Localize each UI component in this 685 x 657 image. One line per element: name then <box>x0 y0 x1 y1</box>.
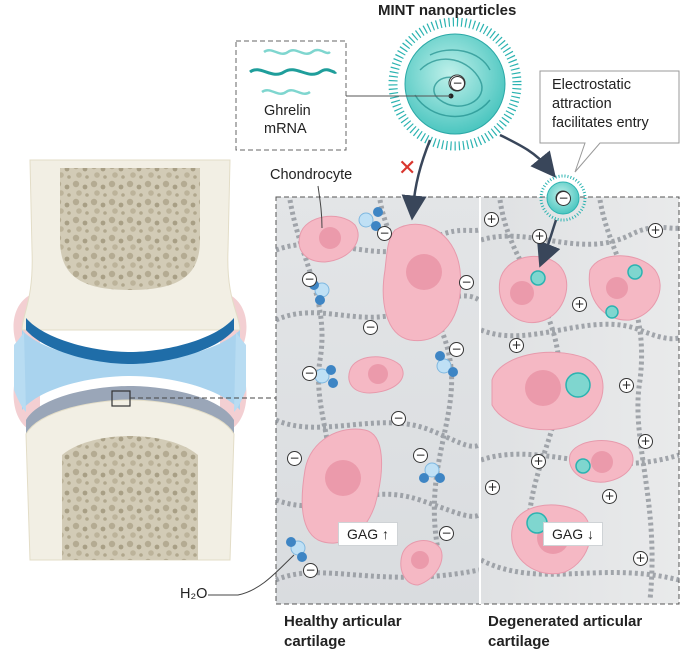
blocked-entry-icon: ✕ <box>398 156 417 181</box>
positive-charge-icon: + <box>602 489 617 504</box>
positive-charge-icon: + <box>648 223 663 238</box>
positive-charge-icon: + <box>638 434 653 449</box>
positive-charge-icon: + <box>509 338 524 353</box>
blocked-entry-arrow <box>401 139 432 221</box>
negative-charge-icon: − <box>377 226 392 241</box>
negative-charge-icon: − <box>439 526 454 541</box>
electrostatic-label-line1: Electrostatic <box>552 77 631 93</box>
ion-clusters <box>286 207 458 562</box>
positive-charge-icon: + <box>485 480 500 495</box>
positive-charge-icon: + <box>531 454 546 469</box>
ghrelin-label: Ghrelin <box>264 103 311 119</box>
negative-charge-icon: − <box>459 275 474 290</box>
water-leader <box>208 554 295 596</box>
degenerated-cartilage-label-line2: cartilage <box>488 633 550 650</box>
healthy-cartilage-label-line1: Healthy articular <box>284 613 402 630</box>
mrna-label: mRNA <box>264 121 307 137</box>
positive-charge-icon: + <box>633 551 648 566</box>
negative-charge-icon: − <box>413 448 428 463</box>
knee-joint <box>13 159 276 561</box>
negative-charge-icon: − <box>287 451 302 466</box>
mrna-box <box>235 40 347 151</box>
gag-increase-label: GAG ↑ <box>338 522 399 546</box>
chondrocyte-leader <box>317 185 323 229</box>
negative-charge-icon: − <box>363 320 378 335</box>
chondrocyte-cells-healthy <box>298 215 462 586</box>
electrostatic-label-line2: attraction <box>552 96 612 112</box>
positive-charge-icon: + <box>532 229 547 244</box>
healthy-cartilage-label-line2: cartilage <box>284 633 346 650</box>
positive-charge-icon: + <box>484 212 499 227</box>
positive-charge-icon: + <box>619 378 634 393</box>
electrostatic-label-line3: facilitates entry <box>552 115 649 131</box>
negative-charge-icon: − <box>302 272 317 287</box>
negative-charge-icon: − <box>449 342 464 357</box>
negative-charge-icon: − <box>303 563 318 578</box>
chondrocyte <box>298 215 359 263</box>
diagram-title: MINT nanoparticles <box>378 2 517 19</box>
electrostatic-callout <box>539 70 680 173</box>
degenerated-cartilage-label-line1: Degenerated articular <box>488 613 643 630</box>
successful-entry-arrow <box>499 133 556 178</box>
nanoparticle-charge-icon: − <box>450 76 465 91</box>
intracellular-entry-arrow <box>537 219 561 268</box>
positive-charge-icon: + <box>572 297 587 312</box>
negative-charge-icon: − <box>302 366 317 381</box>
water-label: H₂O <box>180 586 208 602</box>
gag-decrease-label: GAG ↓ <box>543 522 604 546</box>
nanoparticle-charge-icon: − <box>556 191 571 206</box>
chondrocyte-label: Chondrocyte <box>270 167 353 183</box>
negative-charge-icon: − <box>391 411 406 426</box>
